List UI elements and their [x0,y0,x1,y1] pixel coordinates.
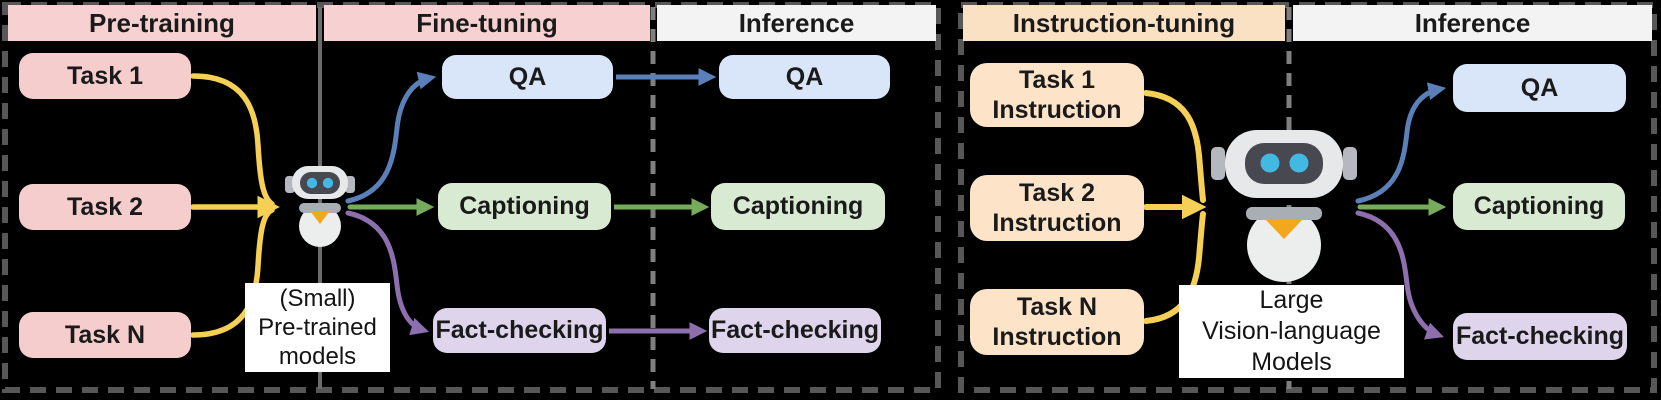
inference-qa-box-left: QA [719,55,890,99]
task-label-line: Task 2 [1019,179,1095,207]
arrow-instrN-to-model [1143,211,1206,324]
task1-box: Task 1 [19,53,191,99]
finetune-captioning-box: Captioning [438,183,611,230]
taskN-box: Task N [19,312,191,358]
task-label-line: Task 1 [1019,66,1095,94]
task-label-line: Task N [1016,293,1098,321]
arrow-model-to-factchecking [345,210,430,336]
header-pretraining: Pre-training [8,5,316,41]
caption-line: Vision-language [1202,317,1381,345]
caption-line: models [278,343,357,370]
left-panel-border [2,2,941,393]
inference-qa-box-right: QA [1453,64,1626,112]
caption-line: (Small) [279,285,356,312]
arrow-taskN-to-model [190,207,275,338]
taskN-instruction-box: Task N Instruction [970,289,1144,355]
task-label-line: Instruction [992,209,1122,237]
inference-captioning-box-right: Captioning [1453,183,1625,230]
task2-instruction-box: Task 2 Instruction [970,175,1144,241]
header-inference-left: Inference [657,5,936,41]
inference-factchecking-box-left: Fact-checking [709,308,881,353]
header-instruction-tuning: Instruction-tuning [963,5,1285,41]
arrow-lvlm-to-factchecking [1355,210,1444,340]
arrow-instr1-to-model [1143,90,1206,203]
robot-icon [285,166,355,247]
header-inference-right: Inference [1293,5,1652,41]
task-label-line: Instruction [992,323,1122,351]
caption-line: Pre-trained [258,314,377,341]
large-model-caption: Large Vision-language Models [1179,285,1404,378]
finetune-factchecking-box: Fact-checking [433,308,606,353]
inference-factchecking-box-right: Fact-checking [1453,313,1627,360]
arrow-lvlm-to-qa [1355,82,1447,204]
caption-line: Large [1259,286,1324,314]
task-label-line: Instruction [992,96,1122,124]
task2-box: Task 2 [19,184,191,230]
caption-line: Models [1251,348,1332,376]
pretraining-task-arrows [190,73,280,338]
instruction-task-arrows [1143,90,1207,324]
inference-captioning-box-left: Captioning [711,183,885,230]
arrow-task1-to-model [190,73,275,207]
finetune-qa-box: QA [442,55,613,99]
small-model-caption: (Small) Pre-trained models [245,283,390,372]
header-finetuning: Fine-tuning [324,5,650,41]
large-robot-icon [1211,130,1357,282]
arrow-model-to-qa [345,71,437,204]
task1-instruction-box: Task 1 Instruction [970,63,1144,127]
